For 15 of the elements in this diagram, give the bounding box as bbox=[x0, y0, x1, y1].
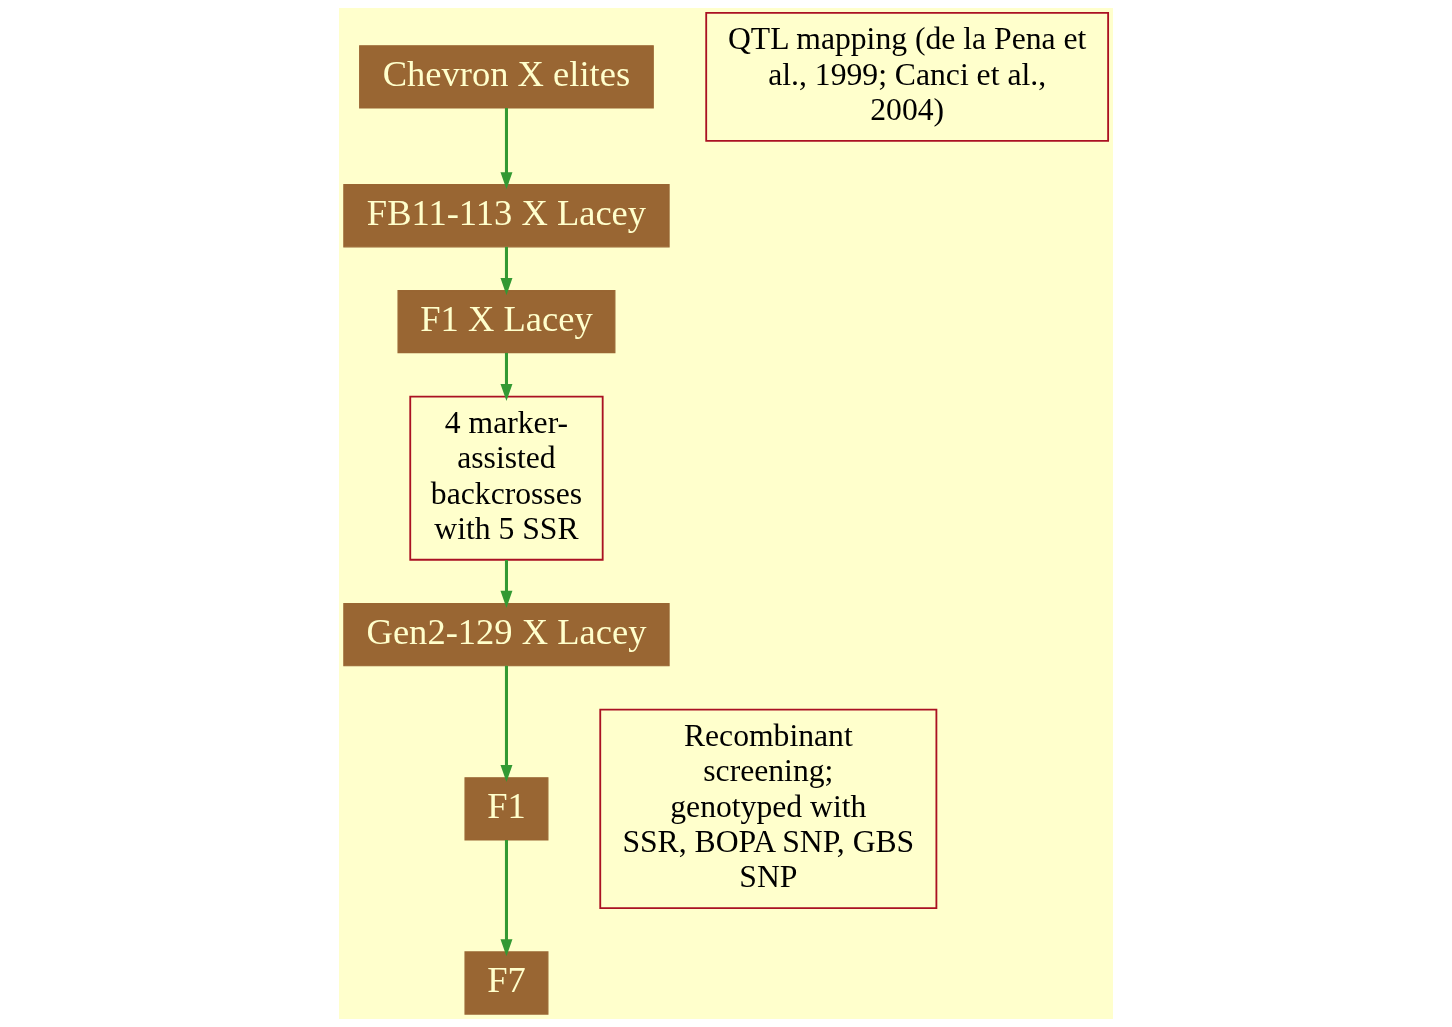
node-box: Recombinant screening; genotyped with SSR, BOPA SNP, GBS SNP bbox=[599, 708, 938, 910]
node-box: Gen2-129 X Lacey bbox=[343, 603, 670, 667]
arrow bbox=[500, 352, 513, 402]
arrow bbox=[500, 108, 513, 190]
arrow bbox=[500, 560, 513, 608]
arrow bbox=[500, 840, 513, 957]
node-box: QTL mapping (de la Pena et al., 1999; Canci et al., 2004) bbox=[705, 12, 1110, 142]
node-box: F1 X Lacey bbox=[397, 290, 616, 354]
arrow bbox=[500, 246, 513, 296]
node-box: 4 marker-assisted backcrosses with 5 SSR bbox=[409, 395, 604, 561]
node-box: Chevron X elites bbox=[359, 45, 654, 109]
arrow bbox=[500, 665, 513, 783]
node-box: F7 bbox=[464, 951, 549, 1015]
node-box: F1 bbox=[464, 777, 549, 841]
node-box: FB11-113 X Lacey bbox=[343, 184, 670, 248]
